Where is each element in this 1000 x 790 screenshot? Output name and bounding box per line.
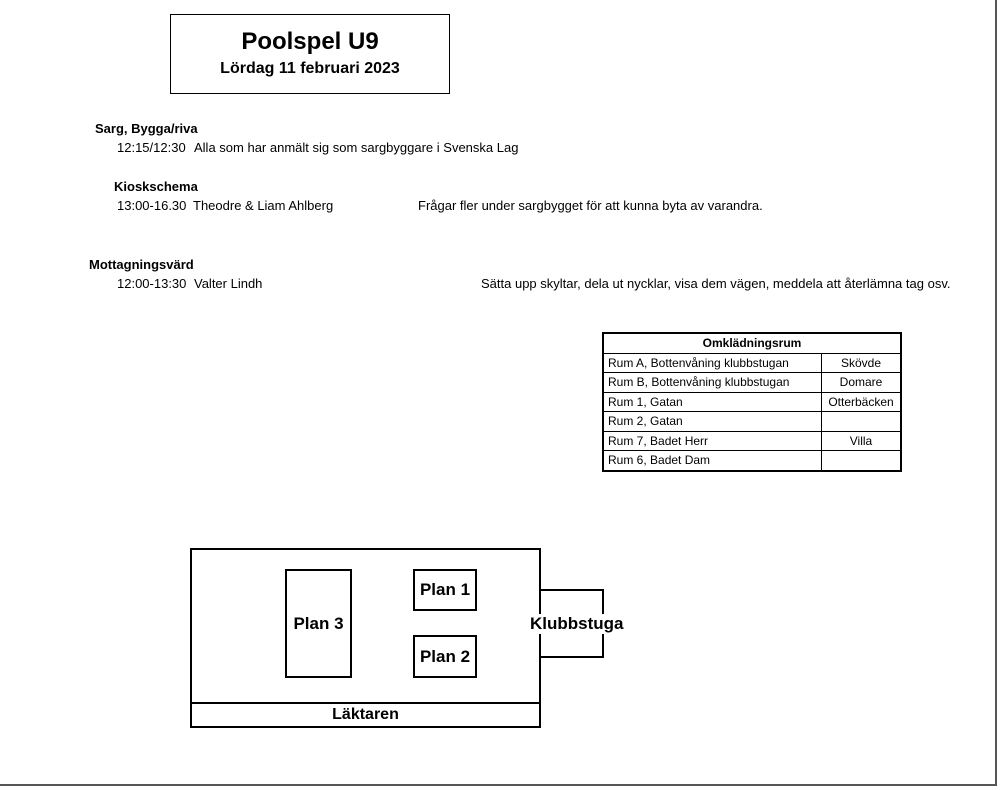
room-name: Rum 2, Gatan (602, 411, 822, 432)
plan-2-label: Plan 2 (419, 647, 471, 666)
sarg-text: Alla som har anmält sig som sargbyggare … (194, 140, 519, 155)
table-row: Rum 7, Badet Herr Villa (602, 430, 902, 451)
kiosk-note: Frågar fler under sargbygget för att kun… (418, 198, 763, 213)
table-row: Rum 6, Badet Dam (602, 450, 902, 471)
room-team: Villa (821, 430, 902, 451)
clubhouse-label: Klubbstuga (529, 614, 625, 634)
mottagning-name: Valter Lindh (194, 276, 263, 291)
room-team: Skövde (821, 352, 902, 373)
plan-2-box (413, 635, 477, 678)
plan-1-box (413, 569, 477, 611)
plan-3-box (285, 569, 352, 678)
room-team (821, 450, 902, 471)
mottagning-note: Sätta upp skyltar, dela ut nycklar, visa… (481, 276, 951, 291)
table-header-row: Omklädningsrum (602, 332, 902, 354)
stands-area (190, 702, 541, 728)
sarg-heading: Sarg, Bygga/riva (95, 121, 198, 136)
room-name: Rum A, Bottenvåning klubbstugan (602, 352, 822, 373)
kiosk-names: Theodre & Liam Ahlberg (193, 198, 334, 213)
table-title: Omklädningsrum (602, 332, 902, 354)
room-name: Rum B, Bottenvåning klubbstugan (602, 372, 822, 393)
mottagning-time: 12:00-13:30 (117, 276, 187, 291)
room-team: Otterbäcken (821, 391, 902, 412)
event-date: Lördag 11 februari 2023 (220, 60, 400, 77)
plan-3-label: Plan 3 (293, 614, 344, 633)
room-name: Rum 1, Gatan (602, 391, 822, 412)
table-row: Rum 1, Gatan Otterbäcken (602, 391, 902, 412)
mottagning-heading: Mottagningsvärd (89, 257, 194, 272)
page-title: Poolspel U9 (241, 28, 379, 55)
table-row: Rum B, Bottenvåning klubbstugan Domare (602, 372, 902, 393)
room-team: Domare (821, 372, 902, 393)
title-box: Poolspel U9 Lördag 11 februari 2023 (170, 14, 450, 94)
room-name: Rum 6, Badet Dam (602, 450, 822, 471)
stands-label: Läktaren (332, 706, 399, 723)
table-row: Rum 2, Gatan (602, 411, 902, 432)
sarg-time: 12:15/12:30 (117, 140, 186, 155)
plan-1-label: Plan 1 (419, 580, 471, 599)
room-team (821, 411, 902, 432)
changing-rooms-table: Omklädningsrum Rum A, Bottenvåning klubb… (602, 332, 902, 472)
table-row: Rum A, Bottenvåning klubbstugan Skövde (602, 352, 902, 373)
kiosk-time: 13:00-16.30 (117, 198, 187, 213)
arena-outline (190, 548, 541, 728)
room-name: Rum 7, Badet Herr (602, 430, 822, 451)
kiosk-heading: Kioskschema (114, 179, 198, 194)
